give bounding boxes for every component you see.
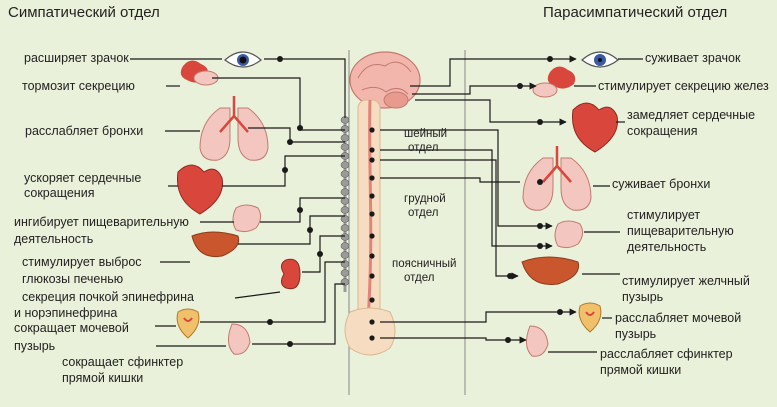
label-inhibits-digestion-1: ингибирует пищеварительную bbox=[14, 215, 189, 229]
ganglion-bead bbox=[340, 170, 350, 178]
parasympathetic-nodes bbox=[505, 56, 563, 343]
ganglion-bead bbox=[340, 161, 350, 169]
label-accelerates-heart-2: сокращения bbox=[24, 186, 95, 200]
label-slows-heart-1: замедляет сердечные bbox=[627, 108, 756, 122]
spinal-nerve-dot bbox=[369, 273, 375, 279]
spinal-nerve-dot bbox=[369, 319, 375, 325]
ganglion-bead bbox=[340, 251, 350, 259]
spinal-nerve-dot bbox=[369, 157, 375, 163]
region-lumbar-2: отдел bbox=[404, 272, 435, 284]
parasympathetic-title: Парасимпатический отдел bbox=[543, 4, 728, 21]
label-slows-heart-2: сокращения bbox=[627, 124, 698, 138]
ganglion-bead bbox=[340, 224, 350, 232]
region-lumbar-1: поясничный bbox=[392, 258, 457, 270]
label-contracts-bladder-1: сокращает мочевой bbox=[14, 321, 129, 335]
ganglion-bead bbox=[340, 242, 350, 250]
label-stimulates-digestion-2: пищеварительную bbox=[627, 224, 734, 238]
spinal-nerve-dot bbox=[369, 335, 375, 341]
region-cervical-1: шейный bbox=[404, 128, 448, 140]
label-adrenal-secretion-2: и норэпинефрина bbox=[14, 306, 118, 320]
stomach-icon bbox=[232, 204, 262, 233]
spinal-cord-icon bbox=[344, 99, 396, 356]
label-relaxes-bronchi: расслабляет бронхи bbox=[25, 124, 144, 138]
salivary-gland-icon bbox=[532, 66, 576, 98]
sympathetic-nodes bbox=[267, 56, 323, 347]
label-relaxes-sphincter-2: прямой кишки bbox=[600, 363, 682, 377]
label-stimulates-digestion-3: деятельность bbox=[627, 240, 707, 254]
ganglion-bead bbox=[340, 269, 350, 277]
spinal-nerve-dot bbox=[369, 147, 375, 153]
ganglion-bead bbox=[340, 215, 350, 223]
label-relaxes-sphincter-1: расслабляет сфинктер bbox=[600, 347, 733, 361]
sympathetic-title: Симпатический отдел bbox=[8, 4, 160, 21]
label-contracts-sphincter-2: прямой кишки bbox=[62, 371, 144, 385]
eye-icon bbox=[581, 51, 619, 68]
label-constricts-bronchi: суживает бронхи bbox=[612, 177, 711, 191]
label-constricts-pupil: суживает зрачок bbox=[645, 51, 741, 65]
spinal-nerve-dots bbox=[369, 127, 375, 341]
ganglion-bead bbox=[340, 206, 350, 214]
label-accelerates-heart-1: ускоряет сердечные bbox=[24, 171, 142, 185]
ganglion-bead bbox=[340, 179, 350, 187]
spinal-nerve-dot bbox=[369, 211, 375, 217]
spinal-nerve-dot bbox=[369, 253, 375, 259]
sympathetic-chain bbox=[340, 116, 350, 292]
label-inhibits-secretion: тормозит секрецию bbox=[22, 79, 135, 93]
lungs-icon bbox=[522, 146, 592, 211]
bladder-icon bbox=[176, 308, 200, 339]
heart-icon bbox=[571, 102, 619, 153]
brain-icon bbox=[349, 51, 421, 109]
region-cervical-2: отдел bbox=[408, 142, 439, 154]
label-relaxes-bladder-1: расслабляет мочевой bbox=[615, 311, 742, 325]
ganglion-bead bbox=[340, 143, 350, 151]
ganglion-bead bbox=[340, 197, 350, 205]
label-contracts-bladder-2: пузырь bbox=[14, 339, 56, 353]
spinal-nerve-dot bbox=[369, 175, 375, 181]
ganglion-bead bbox=[340, 134, 350, 142]
region-thoracic-2: отдел bbox=[408, 207, 439, 219]
label-contracts-sphincter-1: сокращает сфинктер bbox=[62, 355, 184, 369]
ganglion-bead bbox=[340, 125, 350, 133]
bladder-icon bbox=[578, 302, 602, 333]
spinal-nerve-dot bbox=[369, 127, 375, 133]
label-stimulates-digestion-1: стимулирует bbox=[627, 208, 701, 222]
liver-icon bbox=[521, 256, 580, 286]
label-stimulates-gallbladder-1: стимулирует желчный bbox=[622, 274, 750, 288]
label-inhibits-digestion-2: деятельность bbox=[14, 232, 94, 246]
rectum-icon bbox=[526, 325, 549, 357]
eye-icon bbox=[224, 51, 262, 68]
salivary-gland-icon bbox=[180, 60, 219, 86]
spinal-nerve-dot bbox=[369, 297, 375, 303]
lungs-icon bbox=[199, 96, 269, 161]
spinal-nerve-dot bbox=[369, 193, 375, 199]
label-dilates-pupil: расширяет зрачок bbox=[24, 51, 129, 65]
spinal-nerve-dot bbox=[369, 233, 375, 239]
ganglion-bead bbox=[340, 233, 350, 241]
rectum-icon bbox=[228, 323, 251, 355]
ganglion-bead bbox=[340, 188, 350, 196]
label-stimulates-glands: стимулирует секрецию желез bbox=[598, 79, 769, 93]
heart-icon bbox=[176, 164, 224, 215]
label-relaxes-bladder-2: пузырь bbox=[615, 327, 657, 341]
label-glucose-release-1: стимулирует выброс bbox=[22, 255, 142, 269]
label-stimulates-gallbladder-2: пузырь bbox=[622, 290, 664, 304]
stomach-icon bbox=[554, 220, 584, 249]
kidney-icon bbox=[280, 258, 301, 290]
liver-icon bbox=[191, 231, 240, 258]
label-glucose-release-2: глюкозы печенью bbox=[22, 272, 124, 286]
region-thoracic-1: грудной bbox=[404, 193, 446, 205]
label-adrenal-secretion-1: секреция почкой эпинефрина bbox=[22, 290, 194, 304]
